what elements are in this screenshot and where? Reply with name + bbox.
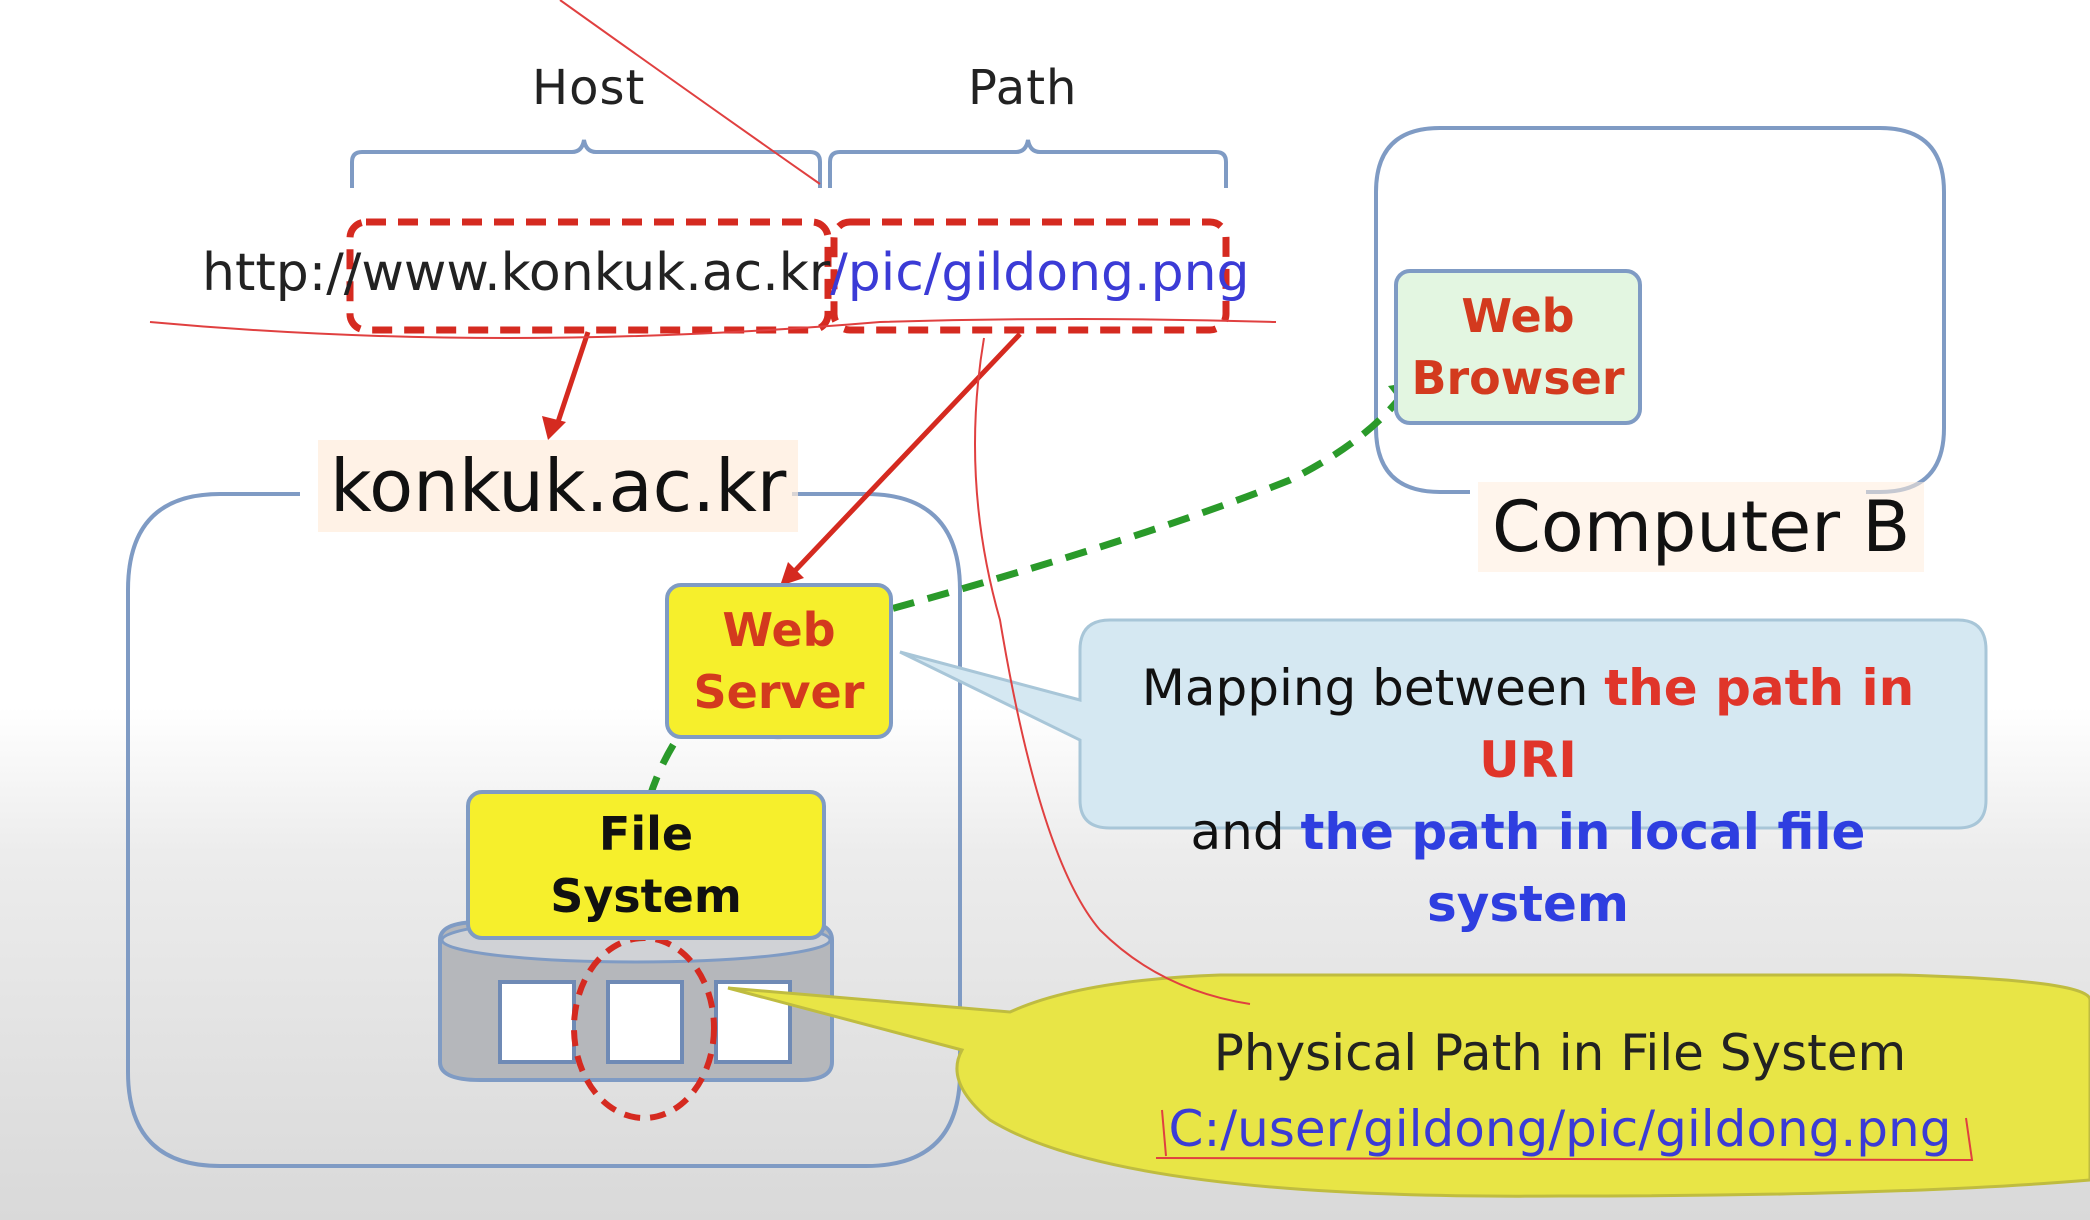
file-system-box: File System bbox=[466, 790, 826, 940]
annotation-stroke-top bbox=[559, 0, 821, 185]
mapping-callout-bubble bbox=[899, 618, 1988, 830]
path-brace bbox=[828, 139, 1228, 188]
mapping-highlight-uri: the path in URI bbox=[1479, 659, 1915, 789]
client-computer-title: Computer B bbox=[1478, 482, 1925, 572]
physical-path-title: Physical Path in File System bbox=[1213, 1024, 1907, 1082]
url-scheme: http:// bbox=[202, 243, 362, 303]
host-arrow-head bbox=[542, 416, 566, 440]
path-arrow bbox=[788, 332, 1022, 578]
web-browser-label-2: Browser bbox=[1411, 351, 1625, 405]
path-arrow-head bbox=[780, 562, 804, 586]
server-computer-frame bbox=[126, 492, 962, 1168]
host-label: Host bbox=[532, 60, 646, 116]
url-text: http://www.konkuk.ac.kr/pic/gildong.png bbox=[202, 242, 1250, 304]
file-slot-2 bbox=[606, 980, 684, 1064]
server-computer-title: konkuk.ac.kr bbox=[318, 440, 799, 532]
file-system-label-1: File bbox=[598, 807, 694, 861]
mapping-line-2: and the path in local file system bbox=[1098, 796, 1958, 940]
web-server-label-1: Web bbox=[722, 603, 836, 657]
mapping-middle: and bbox=[1190, 803, 1301, 861]
request-path-dashed bbox=[633, 387, 1409, 941]
annotation-stroke-long bbox=[974, 337, 1251, 1005]
physical-path-value: C:/user/gildong/pic/gildong.png bbox=[1168, 1100, 1952, 1158]
url-host: www.konkuk.ac.kr bbox=[361, 243, 831, 303]
web-browser-box: Web Browser bbox=[1394, 269, 1642, 425]
path-dashed-box bbox=[830, 218, 1230, 334]
web-server-box: Web Server bbox=[665, 583, 893, 739]
client-computer-frame bbox=[1374, 126, 1946, 494]
annotation-underline-phys bbox=[1155, 1109, 1974, 1162]
annotation-underline-url bbox=[149, 318, 1277, 339]
path-label: Path bbox=[968, 60, 1078, 116]
mapping-callout-text: Mapping between the path in URI and the … bbox=[1098, 652, 1958, 940]
mapping-prefix: Mapping between bbox=[1141, 659, 1605, 717]
web-server-label-2: Server bbox=[693, 665, 865, 719]
host-brace bbox=[350, 139, 822, 188]
web-browser-label-1: Web bbox=[1461, 289, 1575, 343]
mapping-highlight-fs: the path in local file system bbox=[1300, 803, 1866, 933]
host-arrow bbox=[553, 331, 591, 429]
mapping-line-1: Mapping between the path in URI bbox=[1098, 652, 1958, 796]
file-slot-1 bbox=[498, 980, 576, 1064]
url-path: /pic/gildong.png bbox=[830, 243, 1250, 303]
physical-callout-bubble bbox=[727, 973, 2090, 1198]
file-system-label-2: System bbox=[550, 869, 742, 923]
